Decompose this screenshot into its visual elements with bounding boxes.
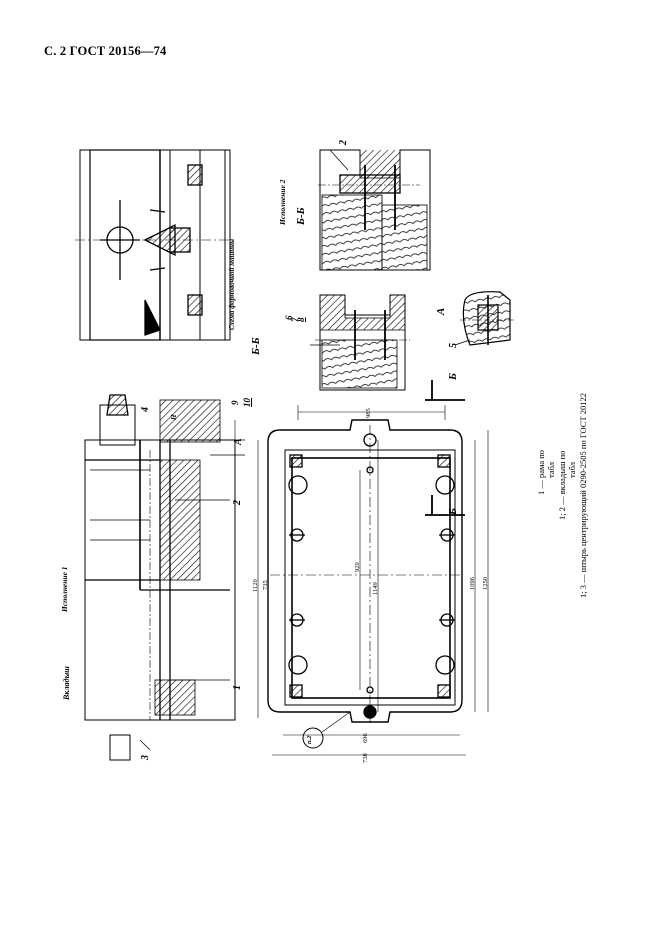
label-pos-mark: п.2 [306,735,313,745]
dim-738: 738 [362,753,369,763]
note-3: 1; 2 — вкладыш по [557,450,567,520]
pos-8: 8 [296,317,306,323]
pos-4: 4 [140,407,151,412]
pos-3: 3 [140,755,151,760]
label-bb-left: Б-Б [250,337,262,355]
plan-view [267,419,463,749]
pos-2-top: 2 [338,140,349,145]
dimension-lines [257,405,489,756]
dim-696: 696 [362,733,369,743]
pos-1: 1 [232,685,243,690]
pos-2: 2 [232,500,243,505]
note-4: табл [567,462,577,478]
leader-lines [139,149,471,751]
label-view-a-top: А [233,438,244,445]
note-1: 1 — рама по [536,449,546,495]
variant1-section [84,394,236,761]
dim-1149: 1149 [372,582,379,595]
machine-sketch [75,149,235,341]
note-2: табл [546,462,556,478]
note-5: 1; 3 — штырь центрирующий 0290-2505 по Г… [578,392,588,598]
label-arrow-b: Б [447,373,459,380]
variant2-section [318,149,431,271]
dim-985: 985 [365,408,372,418]
view-a-detail [460,291,515,346]
dim-1250: 1250 [482,577,489,590]
dim-735: 735 [262,580,269,590]
caption-variant2: Исполнение 2 [278,179,287,225]
label-bb-top: Б-Б [295,207,307,225]
caption-body: Вкладыш [62,666,71,700]
caption-machine: Схема формовочной машины [228,239,236,330]
pos-10: 10 [242,398,252,407]
label-view-a: А [435,307,447,315]
caption-variant1: Исполнение 1 [60,566,69,612]
dim-1120: 1120 [252,579,259,592]
dim-920: 920 [354,562,361,572]
page-header: С. 2 ГОСТ 20156—74 [44,44,167,58]
pos-9: 9 [230,400,240,406]
dim-1096: 1096 [469,577,476,590]
pos-5: 5 [448,343,459,348]
label-h: H [170,414,178,420]
section-bb-lower [315,294,410,391]
label-arrow-b2: Б [447,508,459,515]
